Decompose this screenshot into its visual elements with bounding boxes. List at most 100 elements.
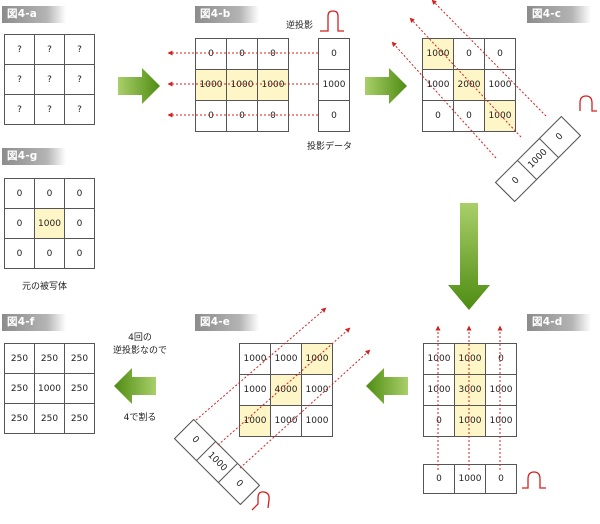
grid-cell: 1000 bbox=[196, 70, 226, 100]
projection-cell: 0 bbox=[424, 465, 454, 493]
pulse-icon bbox=[579, 95, 597, 112]
grid-cell: 250 bbox=[35, 344, 64, 373]
figure-4f-badge: 図4-f bbox=[2, 314, 66, 331]
grid-cell: ? bbox=[5, 35, 34, 64]
grid-cell: 1000 bbox=[486, 406, 516, 436]
grid-cell: 1000 bbox=[240, 375, 270, 405]
grid-cell: 0 bbox=[196, 39, 226, 69]
grid-cell: 0 bbox=[65, 239, 94, 268]
figure-4d-grid: 1000 1000 0 1000 3000 1000 0 1000 1000 bbox=[423, 343, 517, 437]
grid-cell: 0 bbox=[454, 39, 484, 69]
division-note-line-2: 逆投影なので bbox=[112, 346, 167, 356]
grid-cell: 250 bbox=[65, 374, 94, 403]
grid-cell: 0 bbox=[258, 101, 288, 131]
grid-cell: 1000 bbox=[455, 406, 485, 436]
grid-cell: ? bbox=[5, 95, 34, 124]
grid-cell: 0 bbox=[227, 101, 257, 131]
figure-4a-grid: ? ? ? ? ? ? ? ? ? bbox=[4, 34, 95, 125]
figure-4c-badge: 図4-c bbox=[527, 6, 591, 23]
grid-cell: 0 bbox=[485, 39, 515, 69]
grid-cell: 0 bbox=[258, 39, 288, 69]
arrow-d-to-e bbox=[366, 368, 408, 404]
grid-cell: 1000 bbox=[271, 406, 301, 436]
grid-cell: 1000 bbox=[424, 375, 454, 405]
figure-4g-grid: 0 0 0 0 1000 0 0 0 0 bbox=[4, 178, 95, 269]
grid-cell: 0 bbox=[227, 39, 257, 69]
grid-cell: 1000 bbox=[227, 70, 257, 100]
grid-cell: 0 bbox=[65, 179, 94, 208]
grid-cell: 0 bbox=[424, 406, 454, 436]
pulse-icon bbox=[251, 491, 270, 511]
figure-4b-grid: 0 0 0 1000 1000 1000 0 0 0 bbox=[195, 38, 289, 132]
projection-cell: 1000 bbox=[455, 465, 485, 493]
grid-cell: 0 bbox=[35, 239, 64, 268]
grid-cell: ? bbox=[65, 35, 94, 64]
projection-data-label: 投影データ bbox=[307, 142, 353, 152]
grid-cell: 0 bbox=[65, 209, 94, 238]
grid-cell: 250 bbox=[5, 374, 34, 403]
figure-4c-rays bbox=[391, 0, 547, 159]
projection-cell: 0 bbox=[319, 39, 349, 69]
grid-cell: 0 bbox=[5, 209, 34, 238]
figure-4b-projection-column: 0 1000 0 bbox=[318, 38, 350, 132]
grid-cell: 0 bbox=[5, 179, 34, 208]
projection-cell: 0 bbox=[319, 101, 349, 131]
figure-4d-projection-row: 0 1000 0 bbox=[423, 464, 517, 494]
grid-cell: 1000 bbox=[35, 209, 64, 238]
grid-cell: 250 bbox=[5, 344, 34, 373]
grid-cell: 1000 bbox=[485, 101, 515, 131]
grid-cell: 250 bbox=[65, 404, 94, 433]
grid-cell: ? bbox=[35, 65, 64, 94]
grid-cell: ? bbox=[35, 95, 64, 124]
grid-cell: 2000 bbox=[454, 70, 484, 100]
arrow-a-to-b bbox=[118, 68, 160, 104]
grid-cell: 1000 bbox=[271, 344, 301, 374]
grid-cell: 3000 bbox=[455, 375, 485, 405]
back-projection-label: 逆投影 bbox=[286, 21, 314, 31]
original-object-caption: 元の被写体 bbox=[22, 282, 68, 292]
grid-cell: 1000 bbox=[302, 375, 332, 405]
projection-cell: 1000 bbox=[319, 70, 349, 100]
grid-cell: 1000 bbox=[258, 70, 288, 100]
grid-cell: 1000 bbox=[485, 70, 515, 100]
figure-4e-rays bbox=[195, 307, 371, 469]
pulse-icon bbox=[522, 471, 546, 489]
figure-4d-rays bbox=[435, 325, 503, 470]
figure-4d-badge: 図4-d bbox=[527, 314, 591, 331]
grid-cell: ? bbox=[65, 65, 94, 94]
grid-cell: 4000 bbox=[271, 375, 301, 405]
grid-cell: 1000 bbox=[302, 406, 332, 436]
grid-cell: 0 bbox=[454, 101, 484, 131]
figure-4g-badge: 図4-g bbox=[2, 148, 66, 165]
figure-4a-badge: 図4-a bbox=[2, 6, 66, 23]
arrow-c-to-d bbox=[448, 203, 490, 310]
grid-cell: 1000 bbox=[455, 344, 485, 374]
figure-4b-rays bbox=[167, 50, 318, 118]
grid-cell: 250 bbox=[35, 404, 64, 433]
grid-cell: 0 bbox=[35, 179, 64, 208]
projection-cell: 0 bbox=[486, 465, 516, 493]
grid-cell: ? bbox=[5, 65, 34, 94]
grid-cell: 1000 bbox=[424, 344, 454, 374]
figure-4e-badge: 図4-e bbox=[195, 314, 259, 331]
grid-cell: 1000 bbox=[35, 374, 64, 403]
figure-4c-grid: 1000 0 0 1000 2000 1000 0 0 1000 bbox=[422, 38, 516, 132]
grid-cell: 1000 bbox=[423, 39, 453, 69]
grid-cell: ? bbox=[35, 35, 64, 64]
grid-cell: 0 bbox=[196, 101, 226, 131]
arrow-e-to-f bbox=[114, 368, 156, 404]
division-note-line-3: 4で割る bbox=[123, 413, 157, 423]
division-note-line-1: 4回の bbox=[128, 333, 152, 343]
grid-cell: ? bbox=[65, 95, 94, 124]
grid-cell: 1000 bbox=[423, 70, 453, 100]
pulse-icon bbox=[320, 10, 344, 32]
grid-cell: 250 bbox=[65, 344, 94, 373]
grid-cell: 250 bbox=[5, 404, 34, 433]
arrow-b-to-c bbox=[365, 68, 407, 104]
grid-cell: 0 bbox=[5, 239, 34, 268]
figure-4b-badge: 図4-b bbox=[195, 6, 259, 23]
grid-cell: 0 bbox=[486, 344, 516, 374]
grid-cell: 0 bbox=[423, 101, 453, 131]
figure-4f-grid: 250 250 250 250 1000 250 250 250 250 bbox=[4, 343, 95, 434]
